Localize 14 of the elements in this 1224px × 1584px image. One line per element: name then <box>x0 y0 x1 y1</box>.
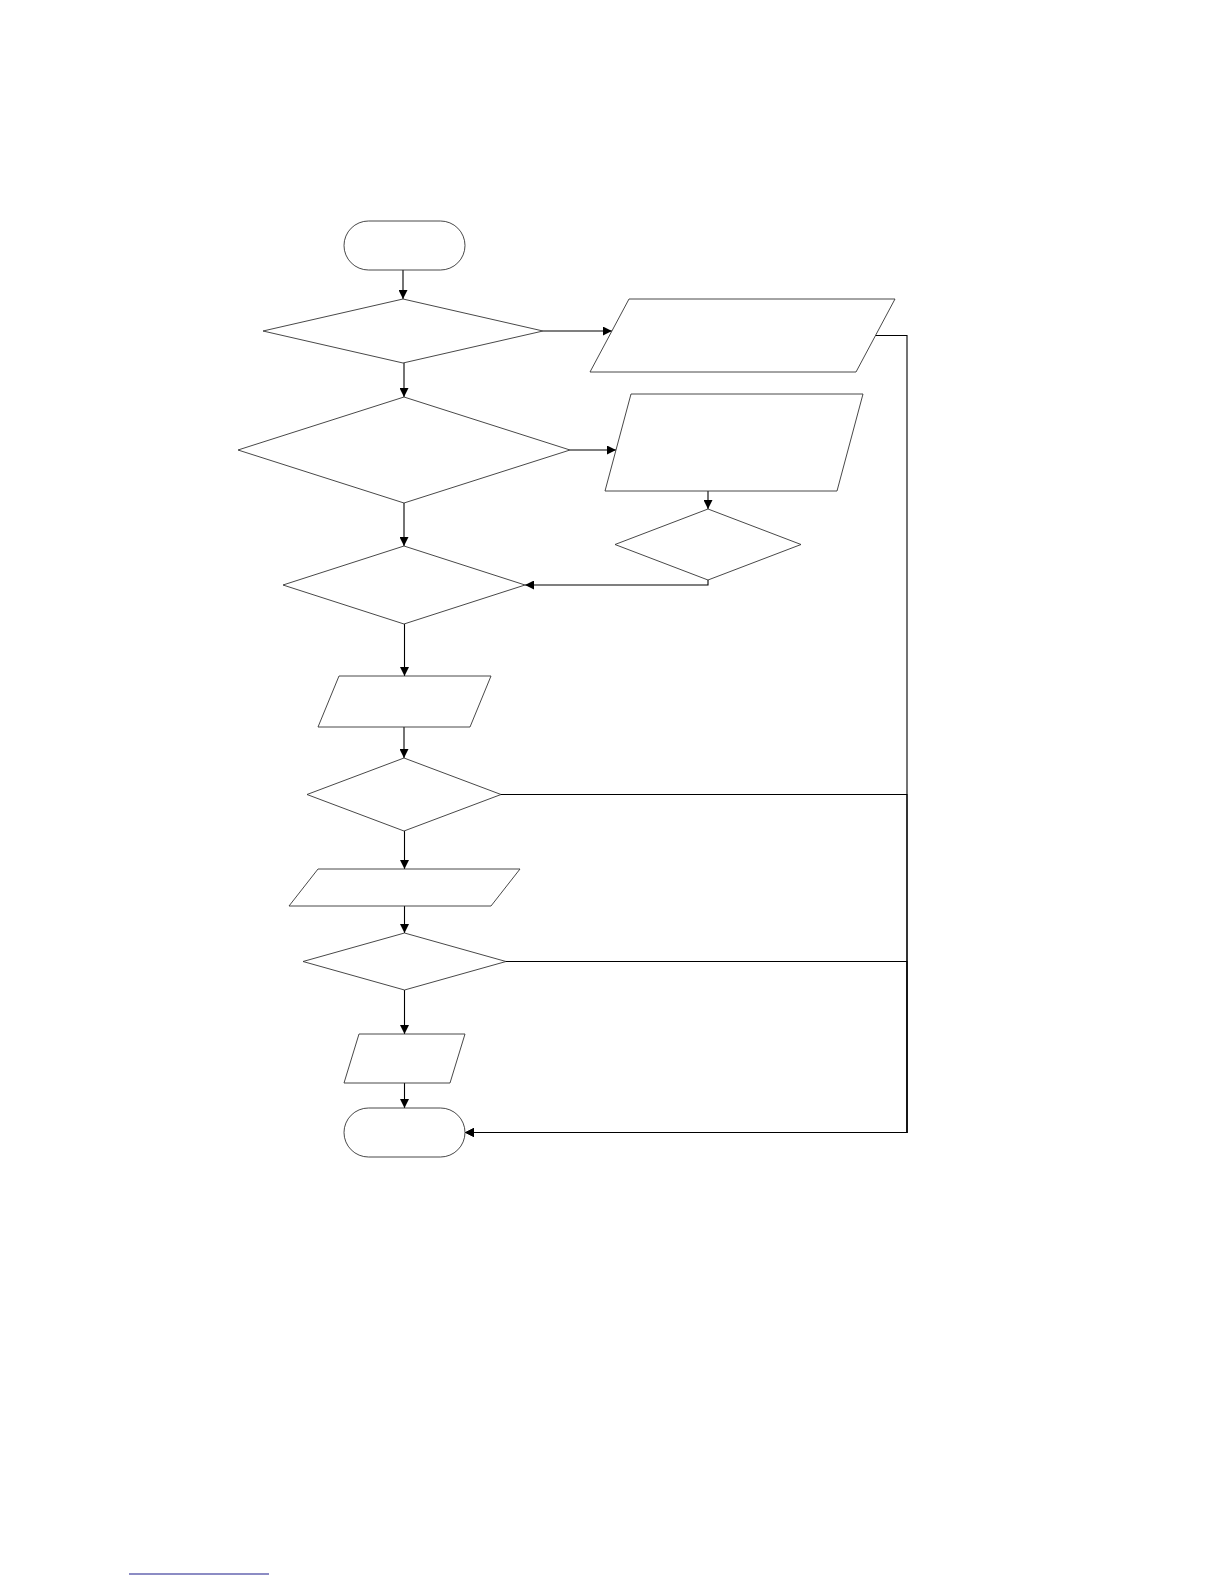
arrow <box>399 362 409 398</box>
arrow <box>400 1082 409 1109</box>
arrow <box>399 726 409 759</box>
arrow <box>400 989 409 1035</box>
arrow <box>399 502 409 547</box>
arrow <box>400 905 409 934</box>
arrow <box>703 490 713 510</box>
arrow <box>398 269 408 300</box>
arrow <box>400 830 409 870</box>
arrow <box>542 326 613 336</box>
arrow <box>400 623 409 677</box>
arrow <box>524 579 709 590</box>
arrow <box>569 445 617 455</box>
arrow <box>464 960 908 1137</box>
